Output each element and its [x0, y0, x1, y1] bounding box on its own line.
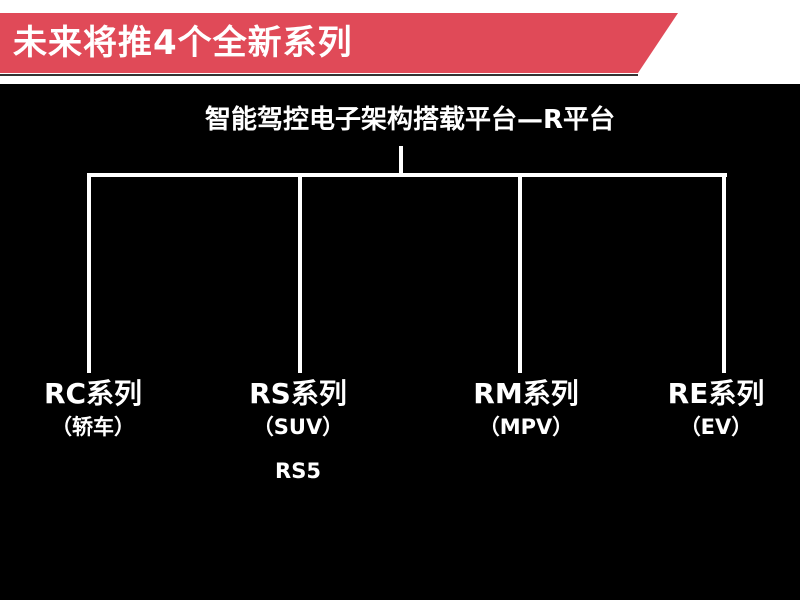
rm-series-name: RM系列: [473, 377, 579, 410]
rs-series-name: RS系列: [249, 377, 347, 410]
rm-series-type: （MPV）: [478, 415, 574, 439]
header: 未来将推4个全新系列: [0, 0, 800, 84]
rs-series-model: RS5: [275, 459, 321, 483]
branch-bar-line: [87, 173, 727, 177]
re-series-type: （EV）: [679, 415, 753, 439]
rs-series-type: （SUV）: [252, 415, 344, 439]
title-banner: [0, 13, 678, 73]
rc-series-node: RC系列 （轿车）: [3, 376, 183, 442]
rc-series-name: RC系列: [43, 377, 143, 410]
rs-series-node: RS系列 （SUV） RS5: [208, 376, 388, 486]
re-series-name: RE系列: [667, 377, 765, 410]
rc-series-type: （轿车）: [51, 415, 135, 439]
re-series-node: RE系列 （EV）: [626, 376, 800, 442]
rm-branch-line: [518, 173, 522, 373]
re-branch-line: [722, 173, 726, 373]
rm-series-node: RM系列 （MPV）: [436, 376, 616, 442]
root-node-label: 智能驾控电子架构搭载平台—R平台: [204, 105, 616, 135]
root-connector-line: [399, 146, 403, 176]
header-divider: [0, 74, 638, 76]
page-title: 未来将推4个全新系列: [13, 23, 353, 63]
rs-branch-line: [298, 173, 302, 373]
rc-branch-line: [87, 173, 91, 373]
